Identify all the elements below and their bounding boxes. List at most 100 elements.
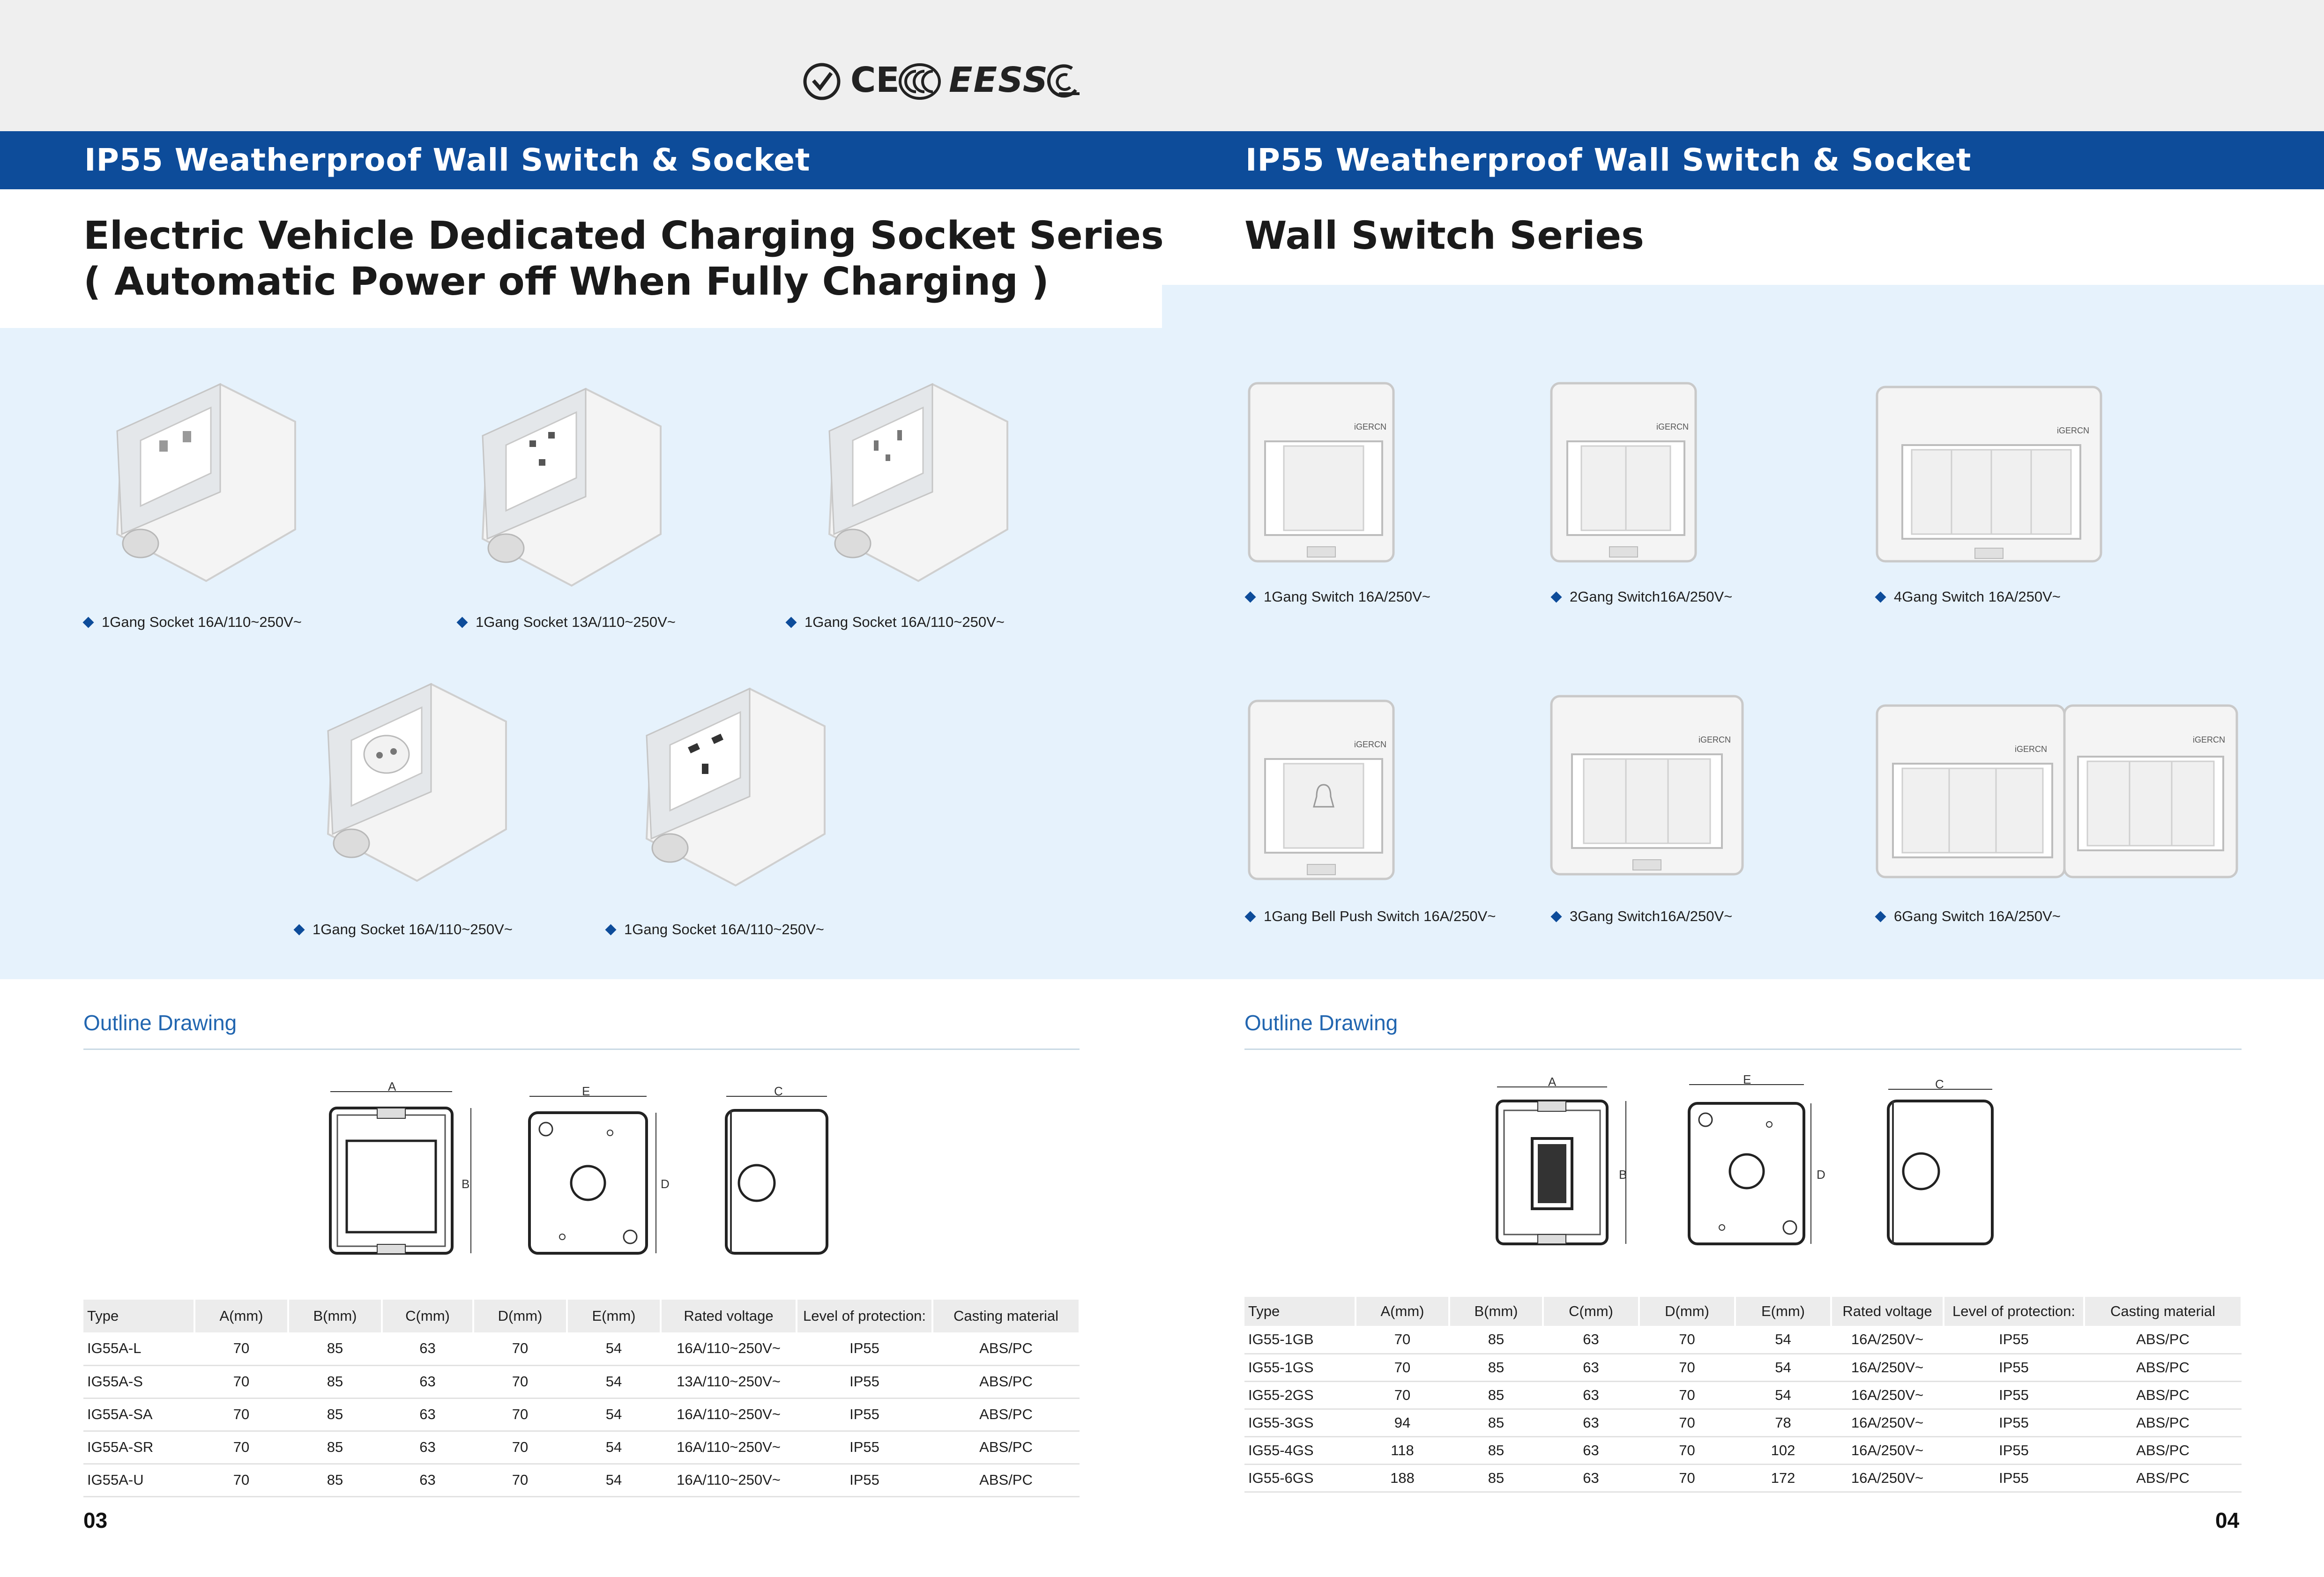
top-strip <box>0 0 2324 131</box>
svg-text:E: E <box>582 1084 590 1098</box>
column-header: Casting material <box>932 1300 1080 1332</box>
certification-swirl-icon <box>1047 64 1080 98</box>
table-cell: ABS/PC <box>2084 1354 2242 1382</box>
table-cell: 16A/110~250V~ <box>661 1464 797 1497</box>
svg-text:D: D <box>661 1177 670 1191</box>
socket-product-image <box>327 683 507 882</box>
table-cell: 70 <box>473 1464 567 1497</box>
svg-text:iGERCN: iGERCN <box>1698 735 1731 744</box>
table-cell: ABS/PC <box>932 1431 1080 1465</box>
socket-product-image <box>645 687 826 887</box>
column-header: D(mm) <box>473 1300 568 1332</box>
table-cell: 70 <box>473 1332 567 1366</box>
certification-check-icon <box>803 63 841 100</box>
svg-text:D: D <box>1817 1168 1825 1182</box>
table-cell: 16A/110~250V~ <box>661 1332 797 1366</box>
table-cell: IG55-4GS <box>1244 1436 1356 1465</box>
table-cell: 54 <box>1735 1381 1831 1410</box>
left-series-title-line1: Electric Vehicle Dedicated Charging Sock… <box>83 214 1164 258</box>
table-cell: 85 <box>288 1398 382 1432</box>
table-cell: IP55 <box>1944 1381 2084 1410</box>
table-cell: ABS/PC <box>2084 1326 2242 1354</box>
table-cell: 70 <box>1639 1409 1735 1437</box>
table-cell: 70 <box>473 1431 567 1465</box>
socket-product-image <box>116 383 296 582</box>
svg-text:B: B <box>462 1177 469 1191</box>
table-cell: 85 <box>288 1332 382 1366</box>
socket-product-image <box>828 383 1008 582</box>
table-cell: IG55-6GS <box>1244 1464 1356 1493</box>
table-cell: 85 <box>1449 1409 1543 1437</box>
table-cell: ABS/PC <box>932 1332 1080 1366</box>
table-cell: 54 <box>567 1431 661 1465</box>
table-cell: 16A/110~250V~ <box>661 1398 797 1432</box>
table-cell: 63 <box>1543 1354 1639 1382</box>
column-header: C(mm) <box>382 1300 474 1332</box>
right-outline-label: Outline Drawing <box>1244 1011 1398 1035</box>
table-cell: 70 <box>1639 1464 1735 1493</box>
right-banner: IP55 Weatherproof Wall Switch & Socket <box>1162 131 2324 189</box>
product-caption: 1Gang Socket 16A/110~250V~ <box>293 921 513 938</box>
left-outline-drawing: A B E D C <box>329 1082 828 1255</box>
table-cell: 85 <box>1449 1354 1543 1382</box>
table-cell: ABS/PC <box>932 1464 1080 1497</box>
column-header: Type <box>83 1300 195 1332</box>
table-cell: 13A/110~250V~ <box>661 1365 797 1399</box>
table-cell: IG55A-SR <box>83 1431 194 1465</box>
table-cell: ABS/PC <box>932 1398 1080 1432</box>
table-cell: 70 <box>194 1332 288 1366</box>
table-cell: 16A/110~250V~ <box>661 1431 797 1465</box>
table-cell: IP55 <box>1944 1354 2084 1382</box>
column-header: Casting material <box>2084 1297 2242 1326</box>
product-caption: 6Gang Switch 16A/250V~ <box>1875 908 2061 925</box>
table-cell: 70 <box>1356 1381 1449 1410</box>
table-cell: IP55 <box>797 1365 932 1399</box>
table-cell: 85 <box>1449 1326 1543 1354</box>
svg-text:iGERCN: iGERCN <box>2057 426 2089 435</box>
column-header: Type <box>1244 1297 1356 1326</box>
table-cell: 16A/250V~ <box>1831 1464 1944 1493</box>
table-cell: 85 <box>288 1464 382 1497</box>
product-caption: 2Gang Switch16A/250V~ <box>1550 588 1732 605</box>
svg-text:B: B <box>1619 1168 1627 1182</box>
table-cell: 63 <box>1543 1326 1639 1354</box>
eess-mark: EESS <box>949 60 1049 100</box>
svg-text:C: C <box>774 1084 783 1098</box>
left-banner-title: IP55 Weatherproof Wall Switch & Socket <box>84 142 811 178</box>
table-cell: 54 <box>1735 1354 1831 1382</box>
table-cell: 85 <box>1449 1381 1543 1410</box>
table-cell: ABS/PC <box>2084 1409 2242 1437</box>
table-cell: 16A/250V~ <box>1831 1381 1944 1410</box>
column-header: Level of protection: <box>797 1300 933 1332</box>
table-cell: 54 <box>567 1398 661 1432</box>
column-header: Rated voltage <box>1831 1297 1944 1326</box>
column-header: C(mm) <box>1543 1297 1640 1326</box>
svg-text:C: C <box>1935 1077 1944 1091</box>
svg-text:E: E <box>1743 1073 1751 1086</box>
right-spec-table: Type A(mm) B(mm) C(mm) D(mm) E(mm) Rated… <box>1244 1297 2242 1493</box>
table-cell: 63 <box>1543 1464 1639 1493</box>
svg-text:iGERCN: iGERCN <box>1354 422 1386 431</box>
svg-text:iGERCN: iGERCN <box>2015 744 2047 754</box>
right-banner-title: IP55 Weatherproof Wall Switch & Socket <box>1245 142 1972 178</box>
right-series-title: Wall Switch Series <box>1244 214 1644 258</box>
table-header-row: Type A(mm) B(mm) C(mm) D(mm) E(mm) Rated… <box>1244 1297 2242 1326</box>
table-cell: 63 <box>382 1332 473 1366</box>
product-caption: 1Gang Switch 16A/250V~ <box>1244 588 1430 605</box>
table-cell: IG55-3GS <box>1244 1409 1356 1437</box>
product-caption: 1Gang Socket 16A/110~250V~ <box>785 614 1005 631</box>
left-spec-table: Type A(mm) B(mm) C(mm) D(mm) E(mm) Rated… <box>83 1300 1080 1497</box>
product-caption: 1Gang Socket 16A/110~250V~ <box>82 614 302 631</box>
svg-text:iGERCN: iGERCN <box>2193 735 2225 744</box>
switch-product-image: iGERCN <box>1876 386 2102 563</box>
table-cell: 70 <box>194 1398 288 1432</box>
table-cell: 70 <box>1356 1326 1449 1354</box>
column-header: B(mm) <box>1449 1297 1544 1326</box>
table-cell: 172 <box>1735 1464 1831 1493</box>
